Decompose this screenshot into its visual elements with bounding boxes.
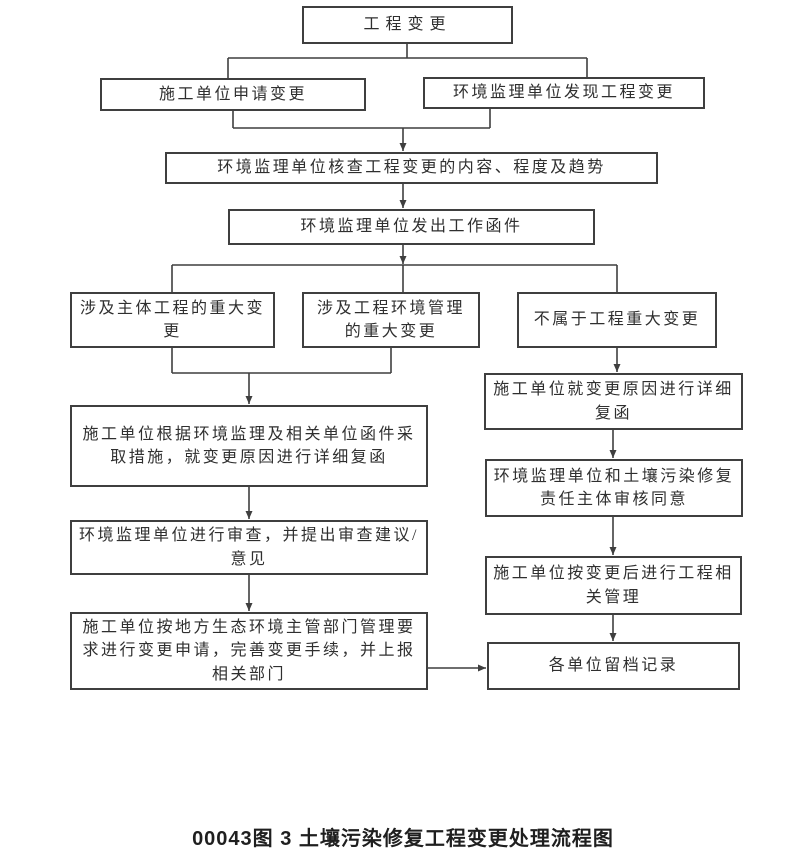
node-contractor-apply-change: 施工单位申请变更	[100, 78, 366, 111]
node-supervisor-discover-change: 环境监理单位发现工程变更	[423, 77, 705, 109]
node-verify-change-content: 环境监理单位核查工程变更的内容、程度及趋势	[165, 152, 658, 184]
node-detailed-reply: 施工单位就变更原因进行详细复函	[484, 373, 743, 430]
node-major-change-env-management: 涉及工程环境管理的重大变更	[302, 292, 480, 348]
node-archive-records: 各单位留档记录	[487, 642, 740, 690]
node-issue-work-letter: 环境监理单位发出工作函件	[228, 209, 595, 245]
figure-caption: 00043图 3 土壤污染修复工程变更处理流程图	[192, 828, 614, 850]
node-supervisor-review: 环境监理单位进行审查，并提出审查建议/意见	[70, 520, 428, 575]
node-approval-consent: 环境监理单位和土壤污染修复责任主体审核同意	[485, 459, 743, 517]
node-not-major-change: 不属于工程重大变更	[517, 292, 717, 348]
node-project-change: 工程变更	[302, 6, 513, 44]
connector-plain-lines	[171, 44, 618, 374]
node-major-change-main-works: 涉及主体工程的重大变更	[70, 292, 275, 348]
node-report-to-authorities: 施工单位按地方生态环境主管部门管理要求进行变更申请，完善变更手续，并上报相关部门	[70, 612, 428, 690]
node-post-change-management: 施工单位按变更后进行工程相关管理	[485, 556, 742, 615]
node-contractor-measures-reply: 施工单位根据环境监理及相关单位函件采取措施，就变更原因进行详细复函	[70, 405, 428, 487]
